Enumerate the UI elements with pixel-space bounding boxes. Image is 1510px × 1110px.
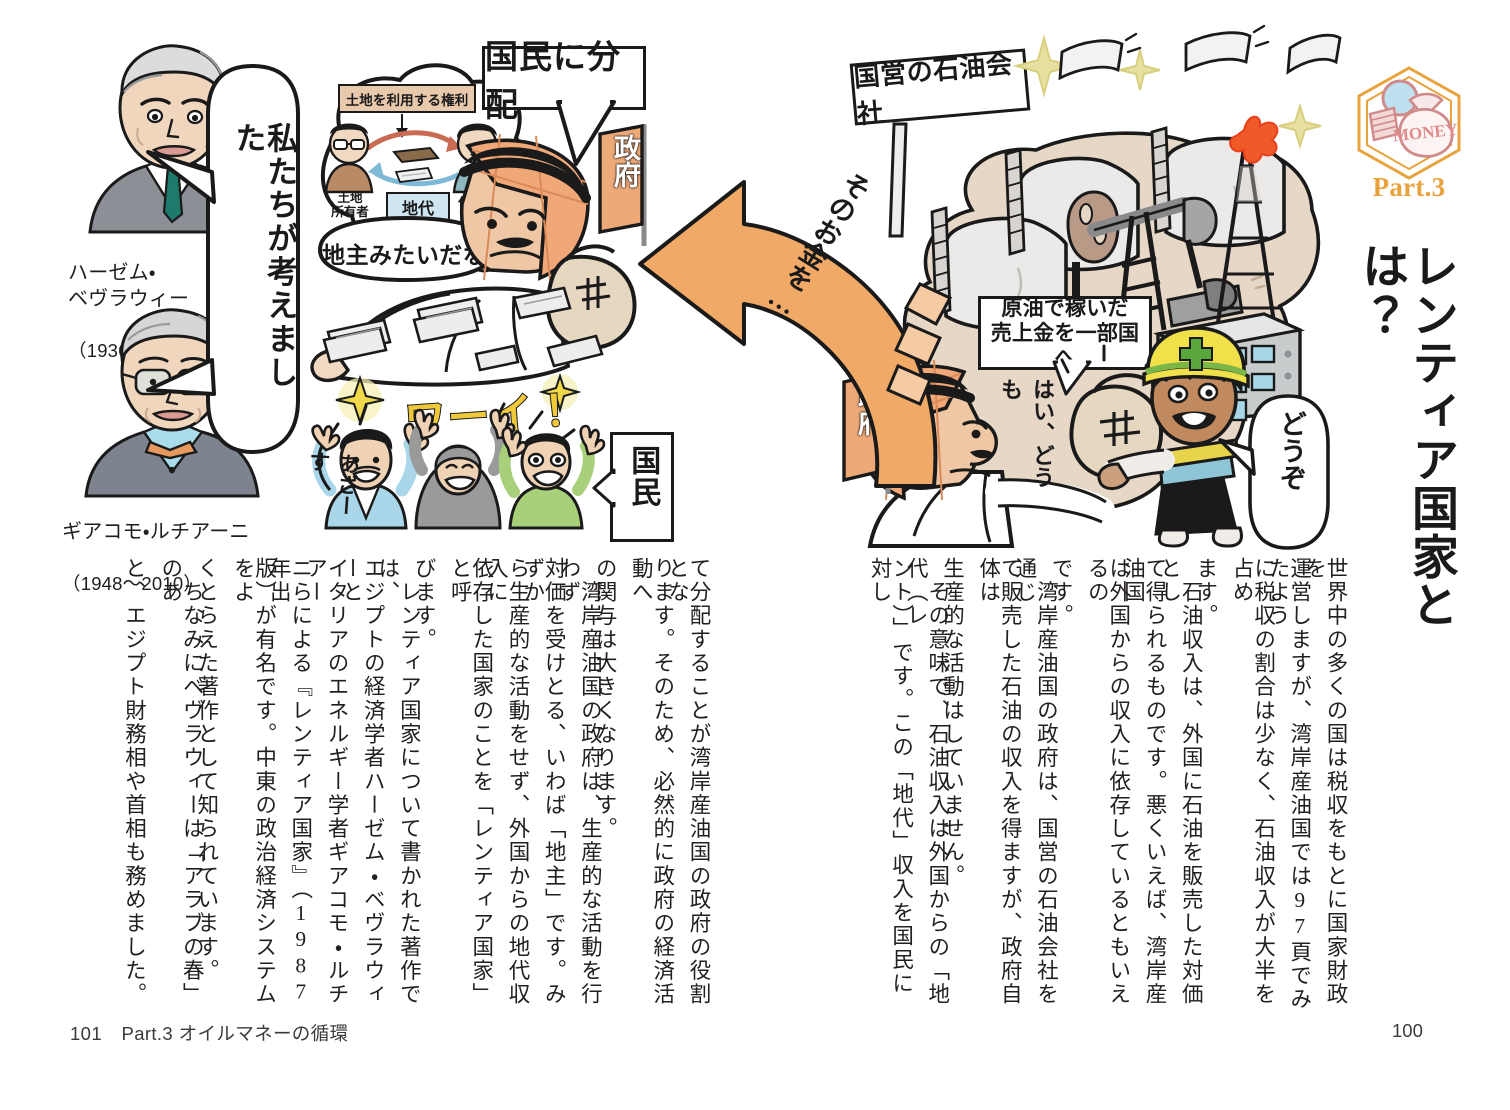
money-notes-left — [322, 286, 604, 372]
body-text-column: ント）」です。この「地代」収入を国民に対し — [868, 557, 914, 996]
page-title: レンティア国家とは？ — [1354, 242, 1456, 630]
page-number-right: 100 — [1392, 1020, 1423, 1041]
body-text-column: 依存した国家のことを「レンティア国家」と呼 — [448, 557, 494, 1007]
body-text-column: ます。 — [1193, 557, 1218, 628]
diagram-landowner-label: 土地 所有者 — [331, 191, 369, 219]
body-text-column: その意味で、石油収入は外国からの「地代（レ — [904, 557, 950, 1007]
money-bag-icon: MONEY — [1368, 79, 1459, 158]
body-text-column: 湾岸産油国の政府は、国営の石油会社を通じ — [1012, 557, 1059, 1007]
body-text-column: びます。 — [412, 557, 437, 652]
body-text-column: は外国からの収入に依存しているともいえるの — [1085, 557, 1131, 1007]
sparkle-left — [335, 372, 582, 426]
body-text-column: 石油収入は、外国に石油を販売した対価とし — [1157, 557, 1204, 1007]
portrait-name: ハーゼム・ ベヴラウィー — [68, 261, 190, 311]
flag-government-left — [598, 123, 647, 246]
body-text-column: と、エジプト財務相や首相も務めました。 — [122, 557, 147, 1007]
body-text-column: の関与は大きくなります。 — [593, 557, 618, 841]
body-text-column: て分配することが湾岸産油国の政府の役割とな — [665, 557, 712, 1007]
body-text-column: 運営しますが、湾岸産油国では97頁でみたよう — [1266, 557, 1312, 1012]
body-text-column: に税収の割合は少なく、石油収入が大半を占め — [1230, 557, 1276, 1007]
speech-bubble-shape — [146, 63, 300, 455]
body-text-column: 生産的な活動はしていません。 — [940, 557, 965, 889]
body-text-column: ちなみにベヴラウィーは「アラブの春」のあ — [158, 557, 205, 1007]
portrait-caption-beblawi: ハーゼム・ ベヴラウィー （1936〜） — [68, 233, 189, 391]
body-text-column: レンティア国家について書かれた著作では、 — [375, 557, 422, 1007]
footer-chapter-title: Part.3 オイルマネーの循環 — [121, 1023, 349, 1044]
citizens-figures — [311, 402, 606, 530]
body-text-column: て得られるものです。悪くいえば、湾岸産油国 — [1121, 557, 1168, 1007]
portrait-caption-luciani: ギアコモ・ルチアーニ （1948〜2010） — [62, 492, 250, 623]
chapter-title-block: MONEY Part.3 レンティア国家とは？ — [1313, 46, 1488, 629]
body-text-column: ります。そのため、必然的に政府の経済活動へ — [629, 557, 675, 1007]
worker-bubble-shape — [1218, 394, 1330, 550]
body-text-column: です。 — [1049, 557, 1074, 628]
label-citizens: 国民 — [610, 432, 674, 542]
worker-line-text: どうぞ — [1276, 410, 1306, 491]
body-text-column: くとらえた著作として知られています。 — [194, 557, 219, 983]
portrait-name: ギアコモ・ルチアーニ — [62, 520, 250, 543]
body-text-column: ニらによる『レンティア国家』（1987年出 — [267, 557, 313, 1006]
portrait-years: （1948〜2010） — [62, 572, 203, 594]
body-text-column: イタリアのエネルギー学者ギアコモ・ルチアー — [303, 557, 350, 1007]
diagram-land-right-label: 土地を利用する権利 — [338, 84, 476, 113]
body-text-column: て販売した石油の収入を得ますが、政府自体は — [976, 557, 1023, 1007]
label-citizens-tail — [592, 468, 617, 508]
hex-outline — [1357, 66, 1461, 180]
speech-bubble-text: 私たちが考えました — [230, 122, 298, 390]
sparkles-and-notes-right — [1012, 24, 1342, 150]
body-text-column: 世界中の多くの国は税収をもとに国家財政を — [1302, 557, 1349, 1007]
page-number-left: 101 — [70, 1023, 102, 1044]
diagram-landowner-figure — [324, 123, 374, 194]
arrow-tail-segments — [886, 282, 953, 406]
body-text-column: 対価を受けとる、いわば「地主」です。みずか — [520, 557, 567, 1007]
body-text-column: ら生産的な活動をせず、外国からの地代収入に — [484, 557, 531, 1007]
part-badge: MONEY Part.3 — [1350, 64, 1470, 214]
portrait-luciani — [84, 308, 260, 498]
body-text-column: エジプトの経済学者ハーゼム・ベヴラウィーと — [339, 557, 386, 1007]
worker-figure — [1060, 326, 1270, 548]
official-line-text: はい、どうも — [998, 378, 1055, 488]
sign-distribute-tail — [556, 99, 616, 166]
label-citizens-text: 国民 — [626, 445, 660, 509]
footer-left: 101 Part.3 オイルマネーの循環 — [70, 1020, 348, 1046]
part-badge-label: Part.3 — [1372, 172, 1446, 202]
sign-oil-revenue-text: 原油で稼いだ 売上金を一部国へ — [990, 295, 1140, 370]
thanks-text: あざーす — [306, 450, 362, 517]
body-text-column: 湾岸産油国の政府は、生産的な活動を行わず — [556, 557, 603, 1007]
flag-government-left-text: 政府 — [610, 134, 640, 188]
body-text-column: 版）が有名です。中東の政治経済システムをよ — [231, 557, 277, 1007]
